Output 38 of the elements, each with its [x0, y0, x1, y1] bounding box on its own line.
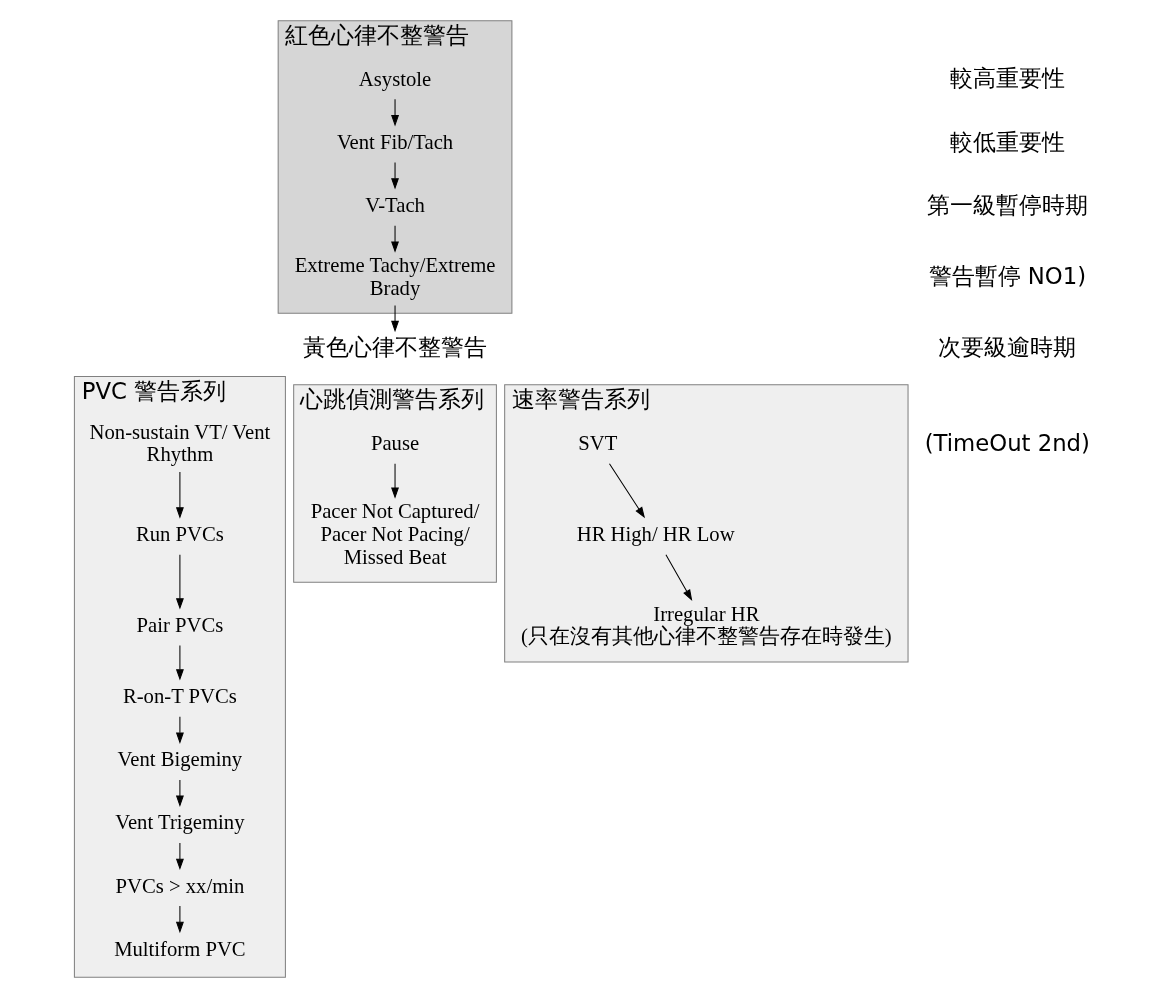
arrow [390, 463, 399, 499]
node-text: Run PVCs [135, 522, 224, 545]
arrow [175, 779, 184, 807]
arrow [175, 554, 184, 610]
arrow [390, 304, 399, 333]
node-text: Pacer Not Captured/ Pacer Not Pacing/ Missed Beat [310, 500, 479, 568]
arrow [175, 905, 184, 934]
arrow [175, 716, 184, 744]
label: 較低重要性 [949, 128, 1065, 155]
node-text: Multiform PVC [113, 937, 246, 960]
node-text: Irregular HR (只在沒有其他心律不整警告存在時發生) [520, 602, 892, 648]
arrow [390, 98, 399, 127]
label: 次要級逾時期 [937, 334, 1076, 361]
node-text: V-Tach [364, 193, 425, 216]
node-text: 黃色心律不整警告 [302, 334, 487, 361]
arrow [390, 161, 399, 190]
node-text: Pause [370, 431, 419, 454]
arrow [390, 225, 399, 253]
label: (TimeOut 2nd) [924, 429, 1090, 456]
node-text: Asystole [358, 67, 431, 90]
arrow [175, 842, 184, 871]
arrow [664, 554, 692, 601]
node-text: Extreme Tachy/Extreme Brady [294, 253, 495, 299]
arrow [175, 471, 184, 519]
node-text: PVCs > xx/min [114, 874, 244, 897]
node-text: Vent Trigeminy [114, 811, 245, 834]
node-text: Vent Bigeminy [117, 748, 242, 771]
label: 較高重要性 [949, 65, 1065, 92]
node-text: HR High/ HR Low [576, 522, 735, 545]
label: 警告暫停 NO1) [928, 262, 1086, 289]
arrow [608, 463, 645, 519]
arrow [175, 645, 184, 681]
node-text: SVT [577, 431, 617, 454]
node-text: Non-sustain VT/ Vent Rhythm [89, 420, 270, 466]
node-text: Vent Fib/Tach [336, 130, 453, 153]
node-text: R-on-T PVCs [122, 685, 237, 708]
node-text: Pair PVCs [136, 613, 223, 636]
label: 第一級暫停時期 [926, 191, 1088, 218]
